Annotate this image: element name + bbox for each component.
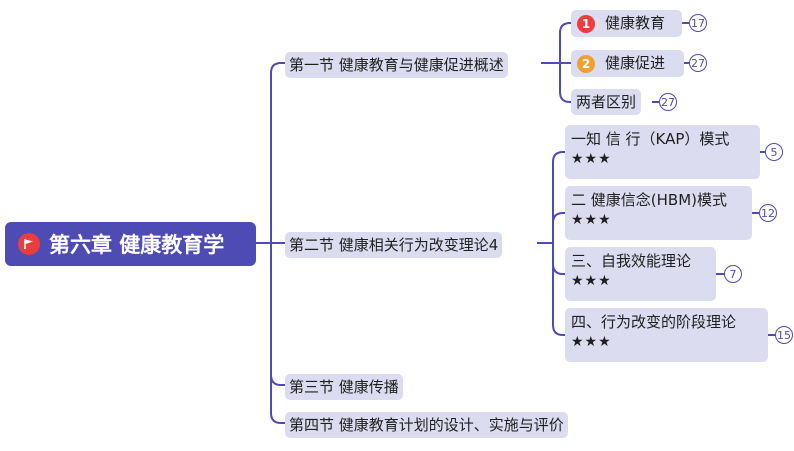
count-badge[interactable]: 27 [689, 54, 707, 72]
section-4-node[interactable]: 第四节 健康教育计划的设计、实施与评价 [285, 412, 568, 438]
section-2-node[interactable]: 第二节 健康相关行为改变理论4 [285, 232, 503, 258]
count-badge[interactable]: 12 [759, 204, 777, 222]
topic-self-efficacy[interactable]: 三、自我效能理论 ★★★ [565, 247, 716, 301]
topic-label: 健康教育 [605, 14, 666, 32]
topic-hbm-model[interactable]: 二 健康信念(HBM)模式 ★★★ [565, 186, 752, 240]
star-rating-icon: ★★★ [571, 151, 612, 167]
root-topic[interactable]: 第六章 健康教育学 [5, 222, 256, 266]
topic-label: 二 健康信念(HBM)模式 [571, 191, 727, 209]
topic-label: 一知 信 行（KAP）模式 [571, 130, 730, 148]
count-badge[interactable]: 5 [765, 143, 783, 161]
topic-label: 四、行为改变的阶段理论 [571, 313, 737, 331]
root-title: 第六章 健康教育学 [49, 233, 225, 257]
section-3-node[interactable]: 第三节 健康传播 [285, 374, 403, 400]
topic-difference[interactable]: 两者区别 [571, 89, 642, 115]
flag-icon [18, 233, 40, 255]
star-rating-icon: ★★★ [571, 273, 612, 289]
priority-2-icon: 2 [577, 54, 595, 73]
priority-1-icon: 1 [577, 14, 595, 33]
count-badge[interactable]: 7 [724, 265, 742, 283]
topic-kap-model[interactable]: 一知 信 行（KAP）模式 ★★★ [565, 125, 760, 179]
topic-health-education[interactable]: 1 健康教育 [571, 10, 682, 37]
count-badge[interactable]: 15 [775, 326, 793, 344]
topic-health-promotion[interactable]: 2 健康促进 [571, 50, 684, 77]
section-1-node[interactable]: 第一节 健康教育与健康促进概述 [285, 52, 508, 78]
topic-label: 三、自我效能理论 [571, 252, 692, 270]
star-rating-icon: ★★★ [571, 212, 612, 228]
count-badge[interactable]: 17 [689, 14, 707, 32]
topic-label: 健康促进 [605, 54, 666, 72]
count-badge[interactable]: 27 [659, 93, 677, 111]
topic-stages-of-change[interactable]: 四、行为改变的阶段理论 ★★★ [565, 308, 768, 362]
star-rating-icon: ★★★ [571, 334, 612, 350]
